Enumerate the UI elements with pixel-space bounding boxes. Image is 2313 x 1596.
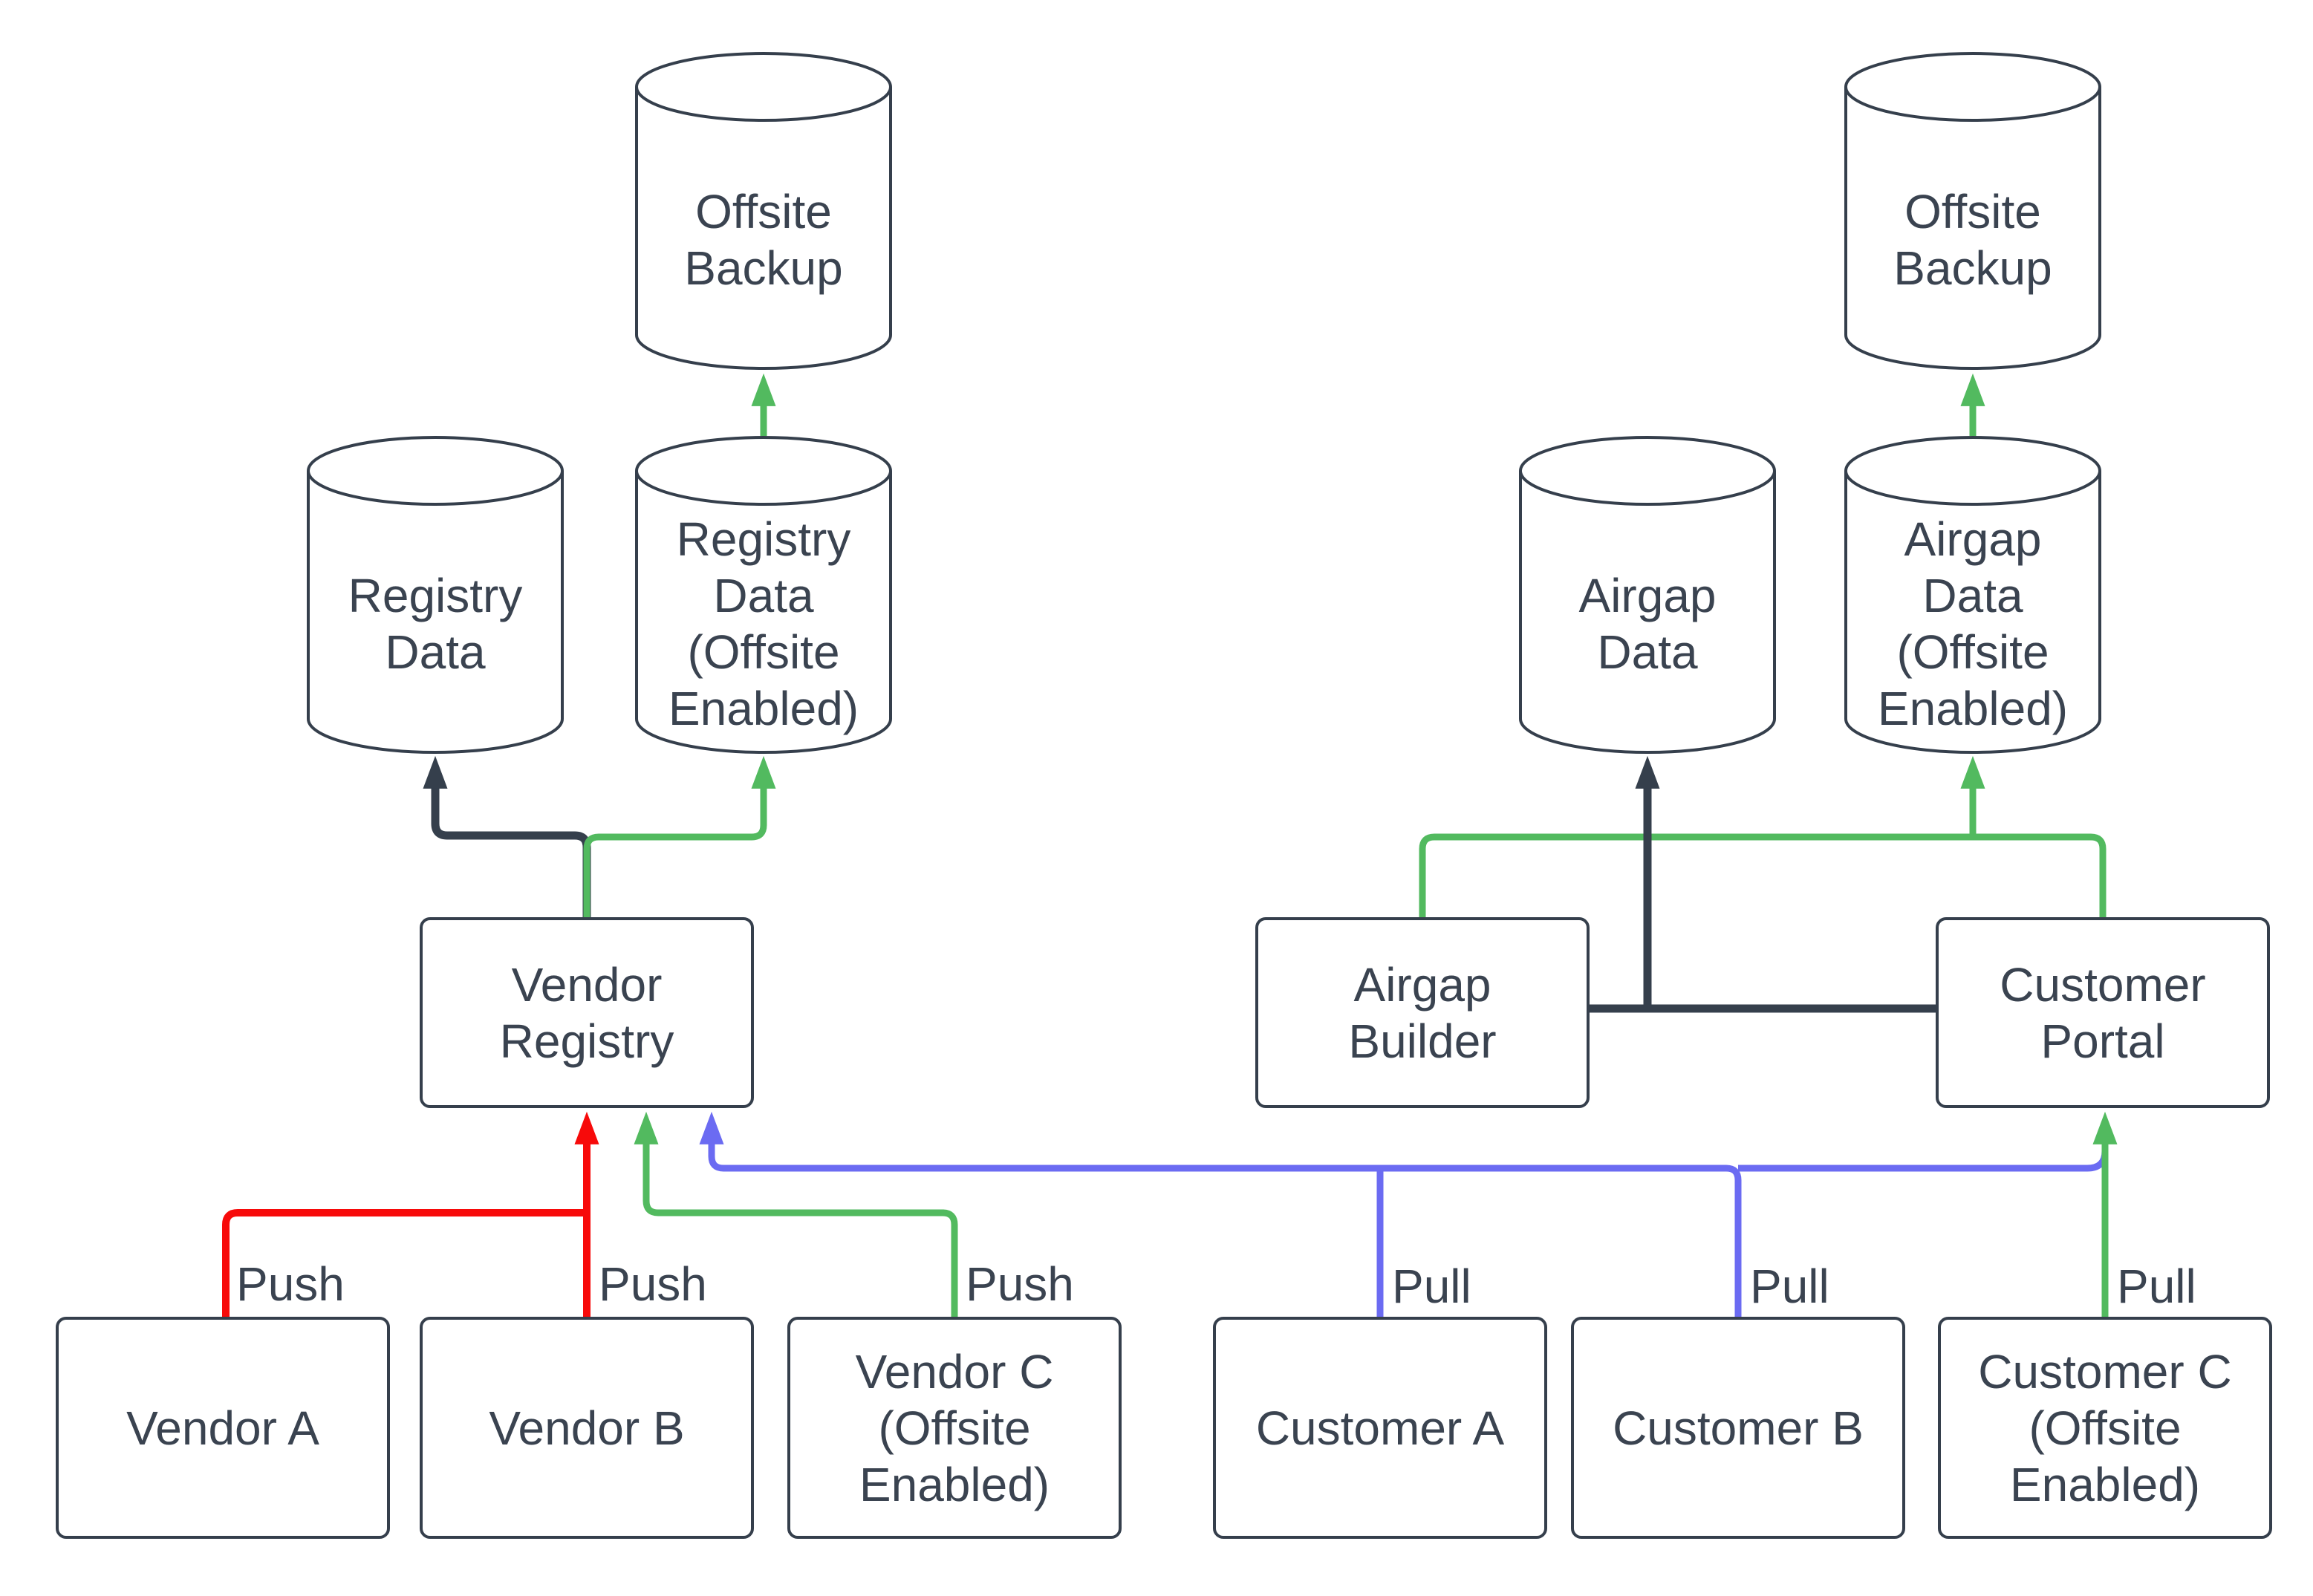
node-airgap-data: Airgap Data	[1519, 436, 1776, 754]
cylinder-shape	[635, 436, 892, 754]
node-registry-data: Registry Data	[307, 436, 564, 754]
edge-label-push-vendor-c: Push	[966, 1257, 1074, 1311]
node-vendor-c: Vendor C (Offsite Enabled)	[787, 1317, 1122, 1539]
node-customer-b: Customer B	[1571, 1317, 1905, 1539]
node-vendor-registry: Vendor Registry	[420, 917, 754, 1108]
node-vendor-b: Vendor B	[420, 1317, 754, 1539]
edge-customer-portal-airgap-builder-and-airgap-data-offsite	[1419, 787, 2107, 917]
node-airgap-data-offsite: Airgap Data (Offsite Enabled)	[1844, 436, 2101, 754]
edge-label-pull-customer-c: Pull	[2117, 1260, 2196, 1313]
node-label: Airgap Data (Offsite Enabled)	[1877, 512, 2069, 735]
cylinder-shape	[1519, 436, 1776, 754]
node-offsite-backup-left: Offsite Backup	[635, 52, 892, 370]
edge-label-push-vendor-b: Push	[599, 1257, 707, 1311]
node-label: Offsite Backup	[1893, 185, 2052, 295]
edge-label-push-vendor-a: Push	[236, 1257, 345, 1311]
cylinder-shape	[635, 52, 892, 370]
node-label: Registry Data (Offsite Enabled)	[668, 512, 859, 735]
edge-vendor-registry-to-registry-data-offsite	[583, 755, 776, 917]
node-airgap-builder: Airgap Builder	[1255, 917, 1590, 1108]
node-customer-c: Customer C (Offsite Enabled)	[1938, 1317, 2272, 1539]
node-offsite-backup-right: Offsite Backup	[1844, 52, 2101, 370]
edge-vendor-registry-to-registry-data	[423, 755, 591, 917]
edge-label-pull-customer-b: Pull	[1750, 1260, 1829, 1313]
node-registry-data-offsite: Registry Data (Offsite Enabled)	[635, 436, 892, 754]
edge-builder-portal-link-to-airgap-data	[1590, 787, 1936, 1013]
node-customer-a: Customer A	[1213, 1317, 1547, 1539]
node-label: Offsite Backup	[684, 185, 843, 295]
cylinder-shape	[1844, 52, 2101, 370]
node-vendor-a: Vendor A	[56, 1317, 390, 1539]
node-label: Airgap Data	[1578, 569, 1717, 679]
edge-vendor-c-push-to-vendor-registry	[634, 1111, 958, 1317]
cylinder-shape	[307, 436, 564, 754]
edge-label-pull-customer-a: Pull	[1392, 1260, 1471, 1313]
cylinder-shape	[1844, 436, 2101, 754]
node-customer-portal: Customer Portal	[1936, 917, 2270, 1108]
edge-vendors-ab-push-to-vendor-registry	[222, 1143, 587, 1317]
node-label: Registry Data	[348, 569, 523, 679]
